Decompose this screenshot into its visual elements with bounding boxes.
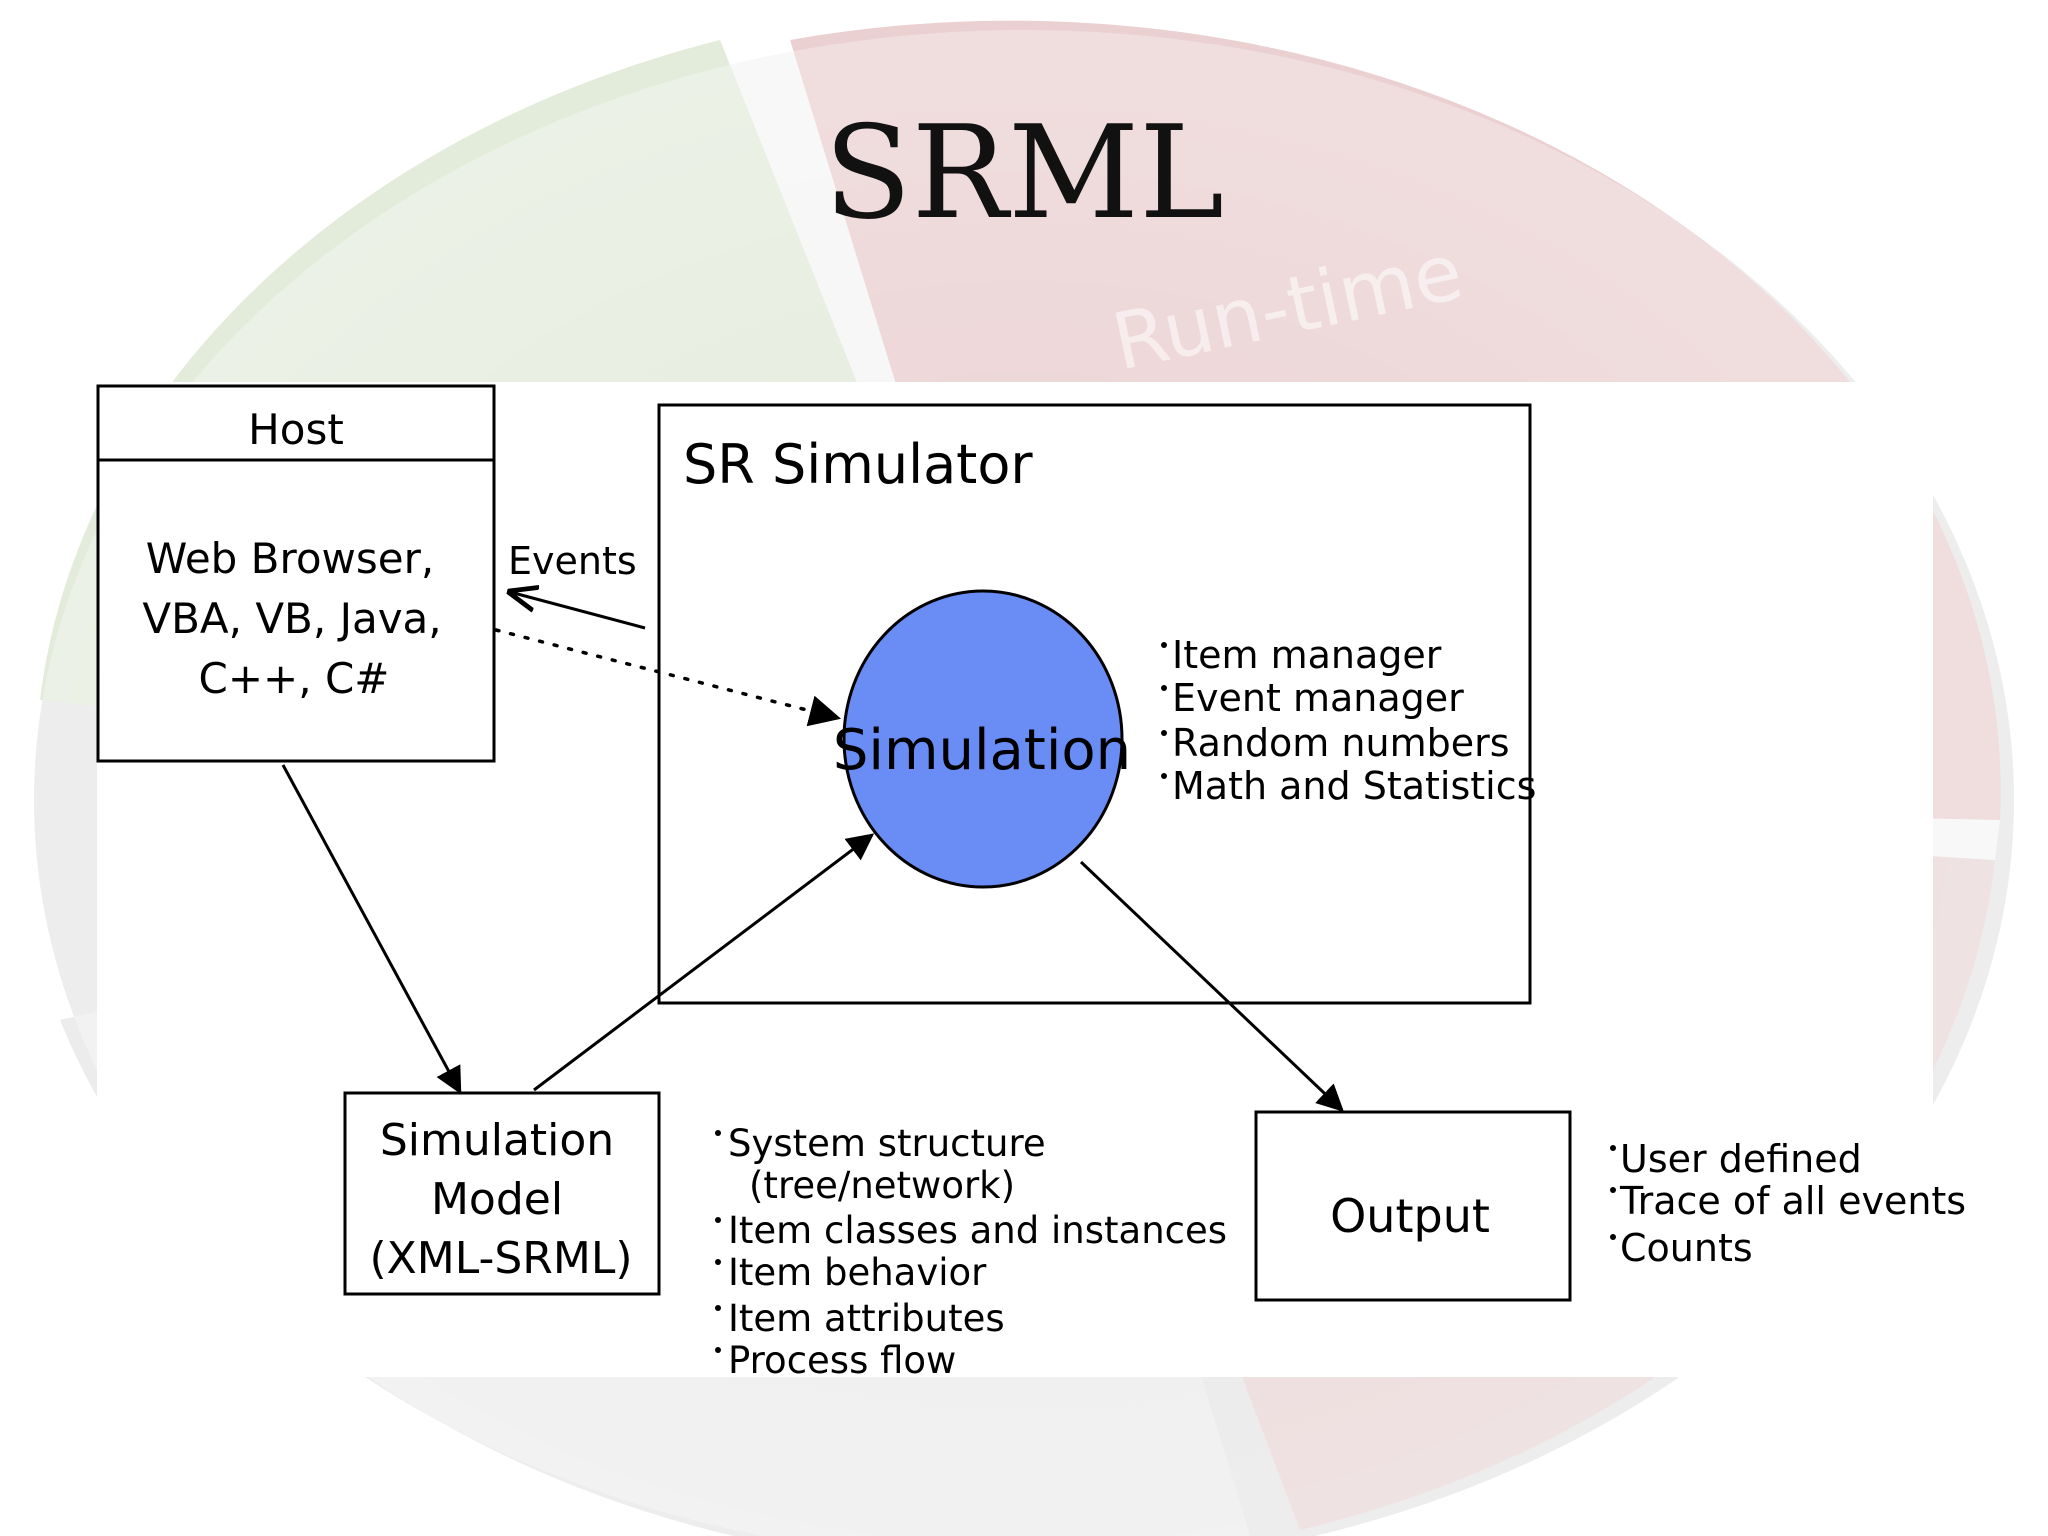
output-feature-1: User defined <box>1620 1137 1862 1181</box>
bullet-icon <box>1161 730 1167 736</box>
bullet-icon <box>1161 773 1167 779</box>
bullet-icon <box>1161 642 1167 648</box>
bullet-icon <box>715 1130 721 1136</box>
bullet-icon <box>1610 1234 1616 1240</box>
host-box-frame <box>96 384 496 763</box>
output-feature-2: Trace of all events <box>1619 1179 1966 1223</box>
model-feature-list: System structure (tree/network) Item cla… <box>715 1122 1227 1382</box>
simulator-feature-1: Item manager <box>1172 633 1442 677</box>
output-feature-3: Counts <box>1620 1226 1753 1270</box>
events-label: Events <box>508 539 637 583</box>
output-label: Output <box>1330 1189 1490 1243</box>
model-to-simulation-arrow <box>533 833 875 1092</box>
simulation-model-box: Simulation Model (XML-SRML) <box>343 1091 661 1296</box>
model-feature-4: Item behavior <box>728 1251 987 1294</box>
bullet-icon <box>1610 1145 1616 1151</box>
sr-simulator-box: SR Simulator <box>657 403 1532 1005</box>
simulator-feature-3: Random numbers <box>1172 721 1510 765</box>
host-header: Host <box>248 405 344 454</box>
simulation-node: Simulation <box>833 589 1131 889</box>
model-feature-6: Process flow <box>728 1339 956 1382</box>
host-body-line-2: VBA, VB, Java, <box>142 594 441 643</box>
bullet-icon <box>1161 685 1167 691</box>
simulation-model-frame <box>343 1091 661 1296</box>
model-line-1: Simulation <box>380 1115 614 1166</box>
bullet-icon <box>715 1259 721 1265</box>
bullet-icon <box>715 1217 721 1223</box>
output-feature-list: User defined Trace of all events Counts <box>1610 1137 1966 1270</box>
simulation-to-output-arrow <box>1079 860 1344 1112</box>
bullet-icon <box>715 1305 721 1311</box>
output-box: Output <box>1254 1110 1572 1302</box>
bullet-icon <box>715 1347 721 1353</box>
simulator-feature-4: Math and Statistics <box>1172 764 1536 808</box>
model-line-3: (XML-SRML) <box>369 1233 632 1284</box>
model-feature-5: Item attributes <box>728 1297 1005 1340</box>
model-feature-1: System structure <box>728 1122 1046 1165</box>
sr-simulator-title: SR Simulator <box>683 433 1033 496</box>
model-feature-2: (tree/network) <box>749 1164 1015 1207</box>
simulator-feature-list: Item manager Event manager Random number… <box>1161 633 1536 808</box>
events-arrow <box>510 592 646 630</box>
output-frame <box>1254 1110 1572 1302</box>
host-body-line-1: Web Browser, <box>146 534 434 583</box>
slide-title: SRML <box>823 99 1225 248</box>
host-to-model-arrow <box>281 764 462 1095</box>
model-feature-3: Item classes and instances <box>728 1209 1227 1252</box>
host-box: Host Web Browser, VBA, VB, Java, C++, C# <box>96 384 496 763</box>
sr-simulator-frame <box>657 403 1532 1005</box>
host-body-line-3: C++, C# <box>199 654 390 703</box>
bullet-icon <box>1610 1187 1616 1193</box>
simulation-circle-label: Simulation <box>833 718 1131 783</box>
model-line-2: Model <box>431 1174 563 1225</box>
host-to-simulation-dotted-arrow <box>494 628 842 727</box>
simulation-circle <box>842 589 1124 889</box>
simulator-feature-2: Event manager <box>1172 676 1464 720</box>
